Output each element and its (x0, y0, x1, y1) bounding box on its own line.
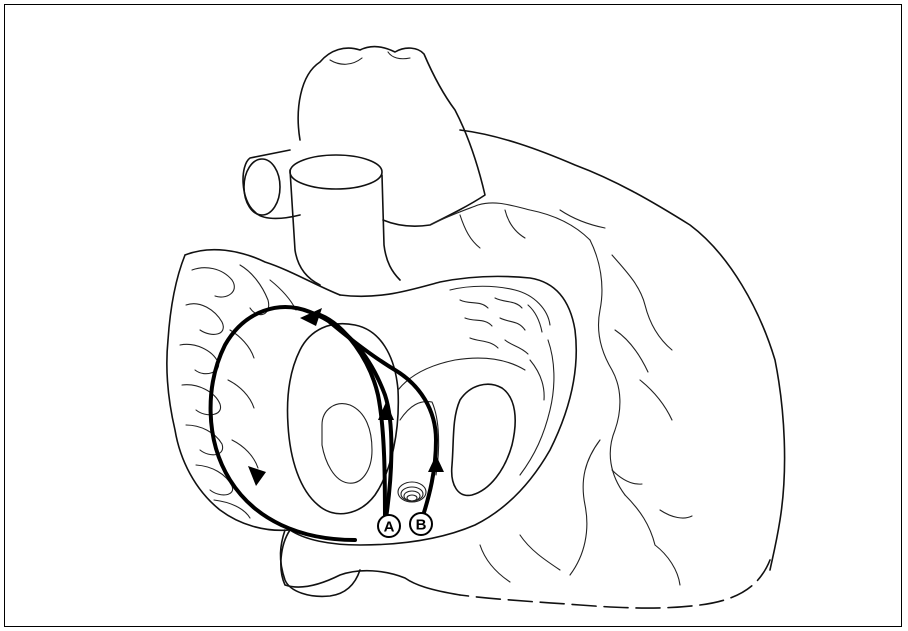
heart-outline (460, 130, 785, 570)
arrowhead-left-loop (248, 466, 266, 486)
crista-texture (450, 286, 554, 475)
aortic-arch-ridge (330, 52, 410, 64)
superior-vena-cava (290, 170, 400, 285)
aortic-arch (298, 47, 485, 227)
right-atrial-appendage (167, 250, 340, 531)
heart-lower-border (281, 530, 460, 595)
right-atrium-wall (290, 276, 576, 545)
marker-b-label: B (416, 517, 427, 534)
marker-a-label: A (384, 519, 395, 536)
marker-b: B (410, 513, 432, 535)
coronary-sinus-ostium (398, 482, 426, 502)
vessel-stub-left-opening (244, 159, 280, 215)
heart-apex-dashed (460, 560, 770, 608)
arrowhead-right-up (428, 455, 444, 472)
tendon-ridge (398, 358, 525, 390)
pectinate-texture (180, 265, 296, 518)
marker-a: A (378, 515, 400, 537)
fossa-ovalis (322, 404, 372, 483)
svc-opening (290, 155, 382, 189)
valve-flap (452, 384, 515, 495)
